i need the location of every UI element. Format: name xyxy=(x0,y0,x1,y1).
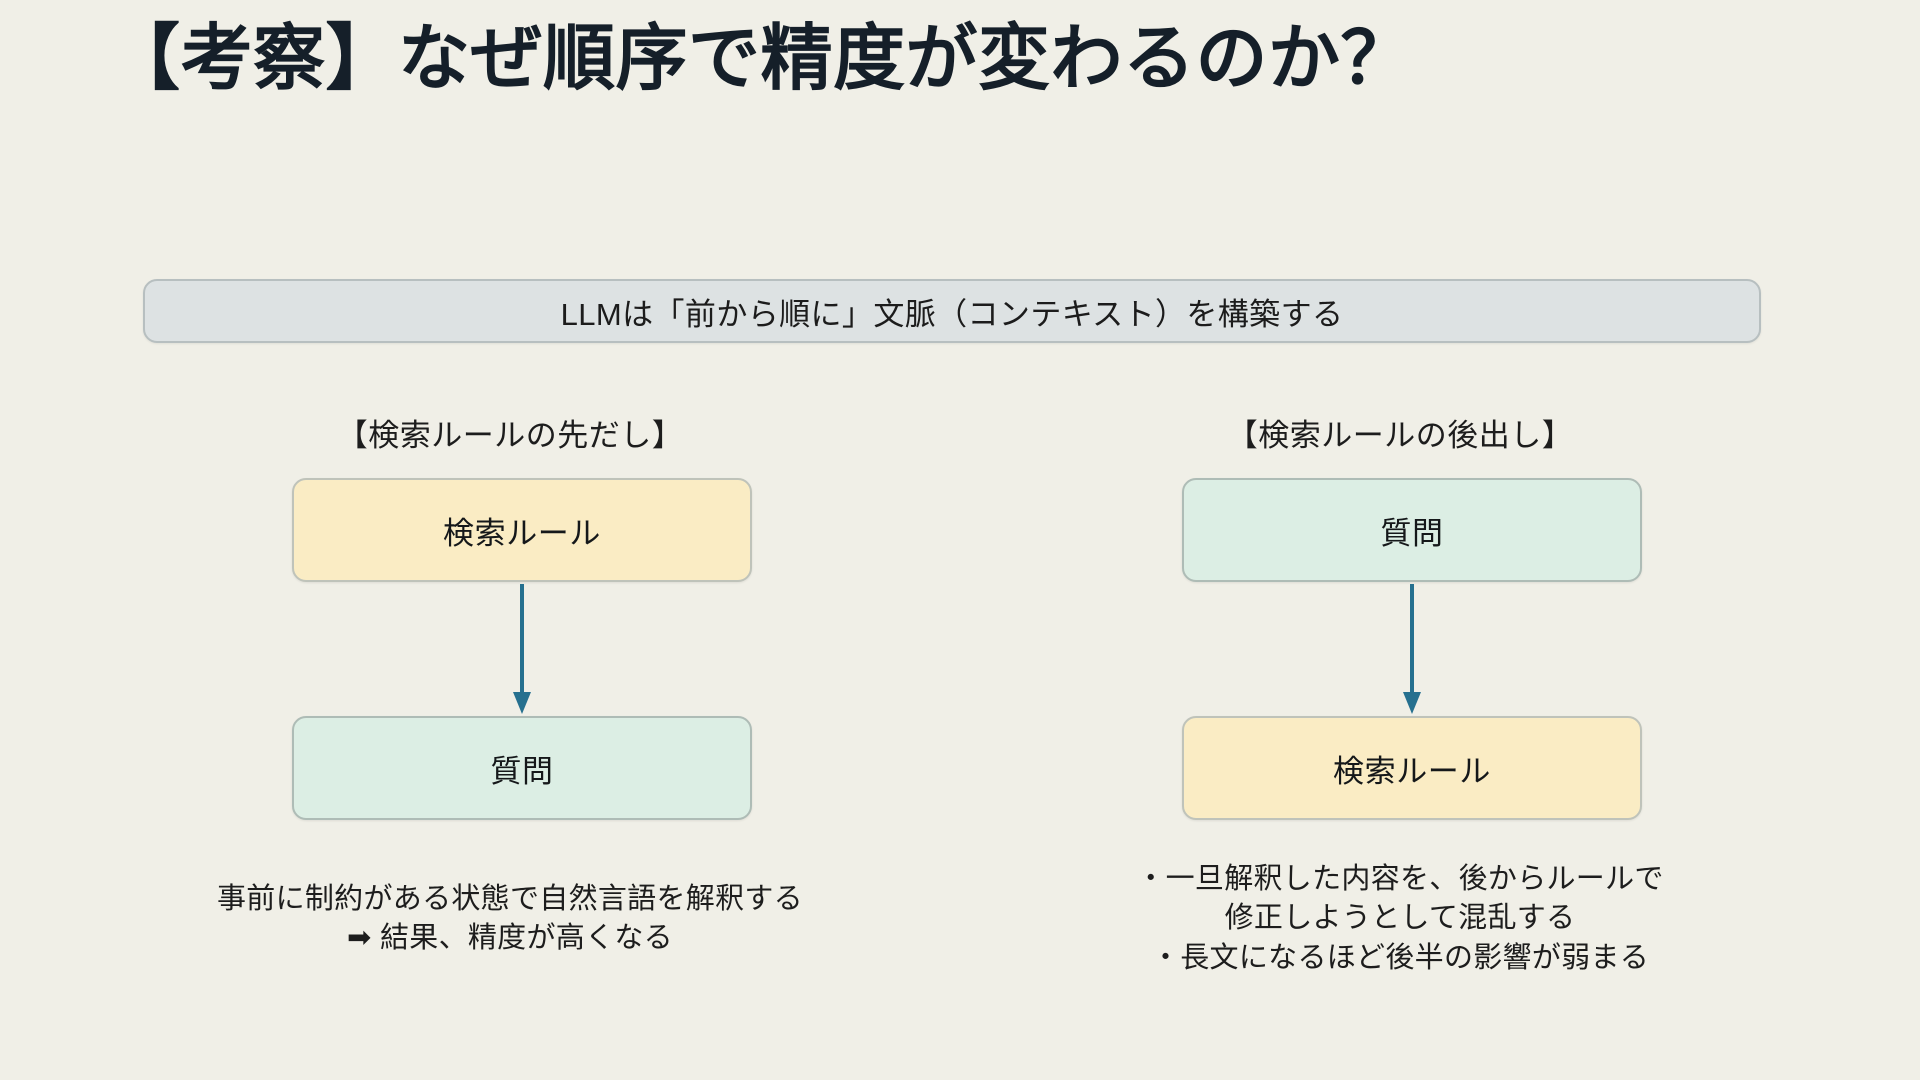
page-title: 【考察】なぜ順序で精度が変わるのか？ xyxy=(108,19,1414,99)
flow-diagram-rule-last: 質問 検索ルール xyxy=(1020,478,1780,828)
node-label: 検索ルール xyxy=(1333,753,1491,789)
column-header-rule-last: 【検索ルールの後出し】 xyxy=(1226,418,1574,453)
caption-line: 修正しようとして混乱する xyxy=(1224,902,1576,935)
caption-line: ・長文になるほど後半の影響が弱まる xyxy=(1150,941,1650,974)
flow-arrow-down-icon xyxy=(513,584,531,714)
column-rule-last: 【検索ルールの後出し】 質問 検索ルール xyxy=(1020,410,1780,828)
node-rule-first-bottom[interactable]: 質問 xyxy=(292,716,752,820)
caption-line: ・一旦解釈した内容を、後からルールで xyxy=(1136,863,1664,895)
caption-rule-first: 事前に制約がある状態で自然言語を解釈する ➡ 結果、精度が高くなる xyxy=(130,880,890,959)
caption-rule-last: ・一旦解釈した内容を、後からルールで 修正しようとして混乱する ・長文になるほど… xyxy=(1020,860,1780,978)
column-rule-first: 【検索ルールの先だし】 検索ルール 質問 xyxy=(130,410,890,828)
flow-diagram-rule-first: 検索ルール 質問 xyxy=(130,478,890,828)
column-header-rule-first: 【検索ルールの先だし】 xyxy=(336,418,684,453)
premise-banner: LLMは「前から順に」文脈（コンテキスト）を構築する xyxy=(143,279,1761,343)
node-rule-last-bottom[interactable]: 検索ルール xyxy=(1182,716,1642,820)
node-rule-last-top[interactable]: 質問 xyxy=(1182,478,1642,582)
caption-line: ➡ 結果、精度が高くなる xyxy=(347,922,673,955)
flow-arrow-down-icon xyxy=(1403,584,1421,714)
node-rule-first-top[interactable]: 検索ルール xyxy=(292,478,752,582)
caption-line: 事前に制約がある状態で自然言語を解釈する xyxy=(216,883,803,915)
node-label: 質問 xyxy=(490,753,554,789)
node-label: 質問 xyxy=(1380,515,1444,551)
premise-banner-label: LLMは「前から順に」文脈（コンテキスト）を構築する xyxy=(560,296,1344,332)
node-label: 検索ルール xyxy=(443,515,601,551)
